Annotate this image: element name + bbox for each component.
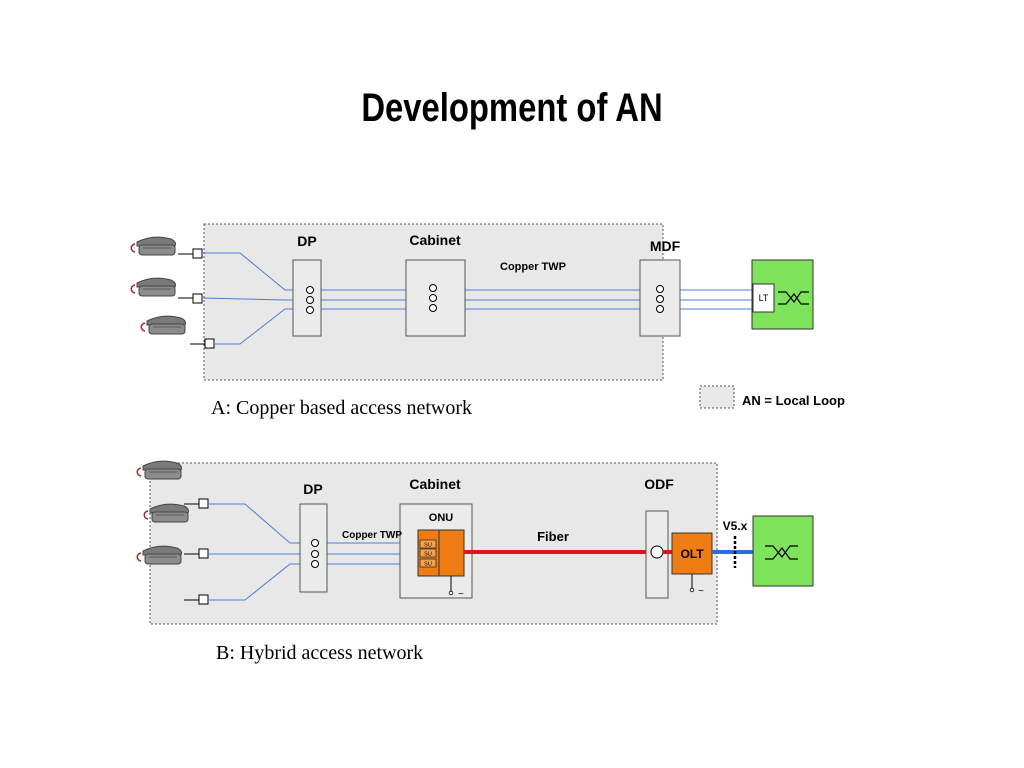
dp-label-b: DP (303, 481, 322, 497)
power-symbol: ~ (698, 586, 704, 597)
onu-label: ONU (429, 512, 454, 524)
su-label: SU (424, 543, 432, 549)
telephone-icon (130, 277, 177, 297)
connector-icon (311, 539, 319, 568)
subscriber-sockets-a (178, 248, 215, 349)
dp-box-b (299, 503, 328, 593)
power-symbol: ~ (458, 589, 464, 600)
mdf-label: MDF (650, 238, 681, 254)
caption-a: A: Copper based access network (211, 397, 472, 419)
connector-icon (306, 284, 664, 314)
legend: AN = Local Loop (699, 385, 845, 409)
legend-text: AN = Local Loop (742, 393, 845, 408)
slide-title: Development of AN (361, 86, 663, 130)
telephone-icon (136, 460, 183, 480)
telephone-icon (140, 315, 187, 335)
su-label: SU (424, 562, 432, 568)
switch-icon (778, 291, 809, 305)
lt-label: LT (759, 293, 769, 303)
telephone-icon (136, 545, 183, 565)
cabinet-label-a: Cabinet (409, 232, 461, 248)
fiber-label: Fiber (537, 529, 569, 544)
su-label: SU (424, 552, 432, 558)
caption-b: B: Hybrid access network (216, 642, 423, 664)
odf-label: ODF (644, 476, 674, 492)
copper-twp-label-a: Copper TWP (500, 261, 566, 273)
power-icon: ~ (689, 574, 704, 597)
lt-box (752, 283, 775, 313)
diagram-a: LT DP Cabinet MDF Copper TWP A: Copper b… (130, 223, 814, 419)
dp-label-a: DP (297, 233, 316, 249)
telephone-icon (130, 236, 177, 256)
exchange-box-b (752, 515, 814, 587)
copper-lines-b (208, 503, 420, 601)
switch-icon (765, 545, 798, 560)
copper-twp-label-b: Copper TWP (342, 530, 402, 541)
su-units: SU SU SU (419, 539, 437, 568)
copper-lines-a (201, 252, 752, 345)
power-icon: ~ (448, 576, 464, 600)
connector-icon (650, 545, 664, 559)
diagram-b: SU SU SU ~ OLT ~ (136, 460, 814, 664)
v5-label: V5.x (723, 519, 748, 533)
olt-label: OLT (680, 547, 704, 561)
legend-swatch (699, 385, 735, 409)
olt-box (671, 532, 713, 575)
cabinet-label-b: Cabinet (409, 476, 461, 492)
